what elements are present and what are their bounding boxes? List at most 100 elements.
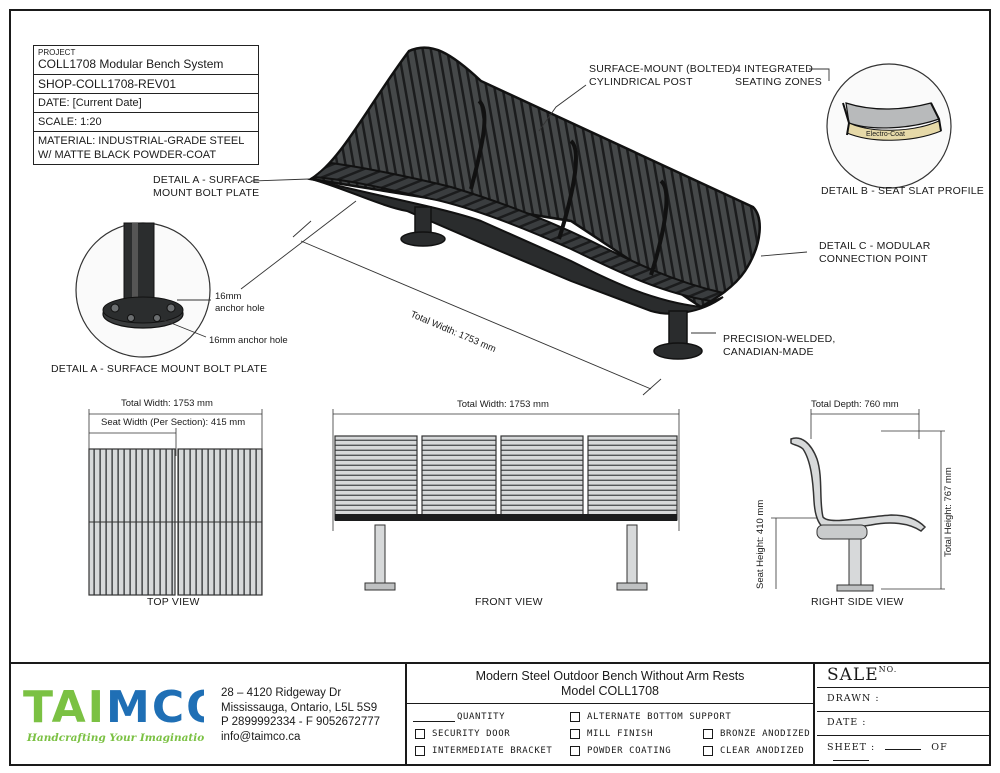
option-clear-anodized[interactable]: CLEAR ANODIZED (703, 746, 804, 756)
sale-panel: SALENO. DRAWN : DATE : SHEET : OF (817, 664, 989, 766)
date-label: DATE : (827, 717, 867, 728)
top-view-drawing (88, 409, 263, 596)
welded-line-1: PRECISION-WELDED, (723, 333, 836, 345)
option-bronze-anodized[interactable]: BRONZE ANODIZED (703, 729, 810, 739)
option-label: MILL FINISH (587, 729, 654, 739)
anchor-upper-line-1: 16mm (215, 291, 242, 302)
detail-a-callout: DETAIL A - SURFACE MOUNT BOLT PLATE (153, 174, 260, 200)
zones-line-1: 4 INTEGRATED (735, 63, 814, 75)
side-view-caption: RIGHT SIDE VIEW (811, 596, 904, 608)
project-info-table: PROJECT COLL1708 Modular Bench System SH… (33, 45, 259, 165)
quantity-blank[interactable] (413, 712, 455, 722)
top-seat-width: Seat Width (Per Section): 415 mm (101, 417, 246, 428)
option-label: POWDER COATING (587, 746, 672, 756)
product-title: Modern Steel Outdoor Bench Without Arm R… (475, 669, 745, 683)
product-panel: Modern Steel Outdoor Bench Without Arm R… (405, 664, 815, 766)
sheet-blank[interactable] (885, 749, 922, 750)
front-view-caption: FRONT VIEW (475, 596, 543, 608)
seating-zones-callout: 4 INTEGRATED SEATING ZONES (735, 63, 822, 89)
top-total-width: Total Width: 1753 mm (121, 398, 213, 409)
logo-wordmark: TAIMCO (23, 682, 204, 733)
logo-tagline: Handcrafting Your Imagination (26, 732, 204, 744)
project-name-cell: PROJECT COLL1708 Modular Bench System (34, 46, 258, 75)
front-total-width: Total Width: 1753 mm (457, 399, 549, 410)
options-checklist: QUANTITY SECURITY DOOR INTERMEDIATE BRAC… (407, 706, 813, 766)
company-address: 28 – 4120 Ridgeway Dr Mississauga, Ontar… (221, 686, 380, 744)
of-blank[interactable] (833, 760, 869, 761)
option-label: BRONZE ANODIZED (720, 729, 811, 739)
drawing-sheet: PROJECT COLL1708 Modular Bench System SH… (9, 9, 991, 766)
option-label: ALTERNATE BOTTOM SUPPORT (587, 712, 732, 722)
drawn-label: DRAWN : (827, 693, 880, 704)
detail-b-drawing (826, 63, 952, 189)
sale-row: SALENO. (817, 664, 989, 688)
checkbox[interactable] (570, 746, 580, 756)
sale-label: SALE (827, 665, 879, 685)
quantity-label: QUANTITY (457, 712, 506, 722)
detail-c-line-1: DETAIL C - MODULAR (819, 240, 931, 252)
product-title-block: Modern Steel Outdoor Bench Without Arm R… (407, 664, 813, 704)
anchor-hole-upper: 16mm anchor hole (215, 291, 265, 315)
side-view-drawing (771, 409, 945, 592)
detail-a-call-line-1: DETAIL A - SURFACE (153, 174, 260, 186)
surface-mount-line-1: SURFACE-MOUNT (BOLTED) (589, 63, 736, 75)
drawing-artwork (75, 46, 952, 596)
detail-a-call-line-2: MOUNT BOLT PLATE (153, 187, 260, 199)
material-line-2: W/ MATTE BLACK POWDER-COAT (38, 149, 217, 161)
title-block: TAIMCO Handcrafting Your Imagination 28 … (9, 662, 991, 766)
checkbox[interactable] (415, 729, 425, 739)
project-label: PROJECT (38, 48, 76, 57)
detail-a-drawing (75, 222, 211, 358)
product-model: Model COLL1708 (561, 684, 659, 698)
material-field: MATERIAL: INDUSTRIAL-GRADE STEEL W/ MATT… (34, 132, 258, 164)
welded-line-2: CANADIAN-MADE (723, 346, 814, 358)
option-alternate-bottom-support[interactable]: ALTERNATE BOTTOM SUPPORT (570, 712, 731, 722)
option-label: INTERMEDIATE BRACKET (432, 746, 553, 756)
detail-c-line-2: CONNECTION POINT (819, 253, 928, 265)
option-intermediate-bracket[interactable]: INTERMEDIATE BRACKET (415, 746, 552, 756)
of-label: OF (931, 742, 948, 753)
quantity-field[interactable]: QUANTITY (413, 712, 505, 722)
front-view-drawing (332, 409, 680, 591)
detail-a-caption: DETAIL A - SURFACE MOUNT BOLT PLATE (51, 363, 268, 375)
side-seat-height: Seat Height: 410 mm (755, 499, 766, 589)
checkbox[interactable] (570, 729, 580, 739)
checkbox[interactable] (415, 746, 425, 756)
detail-c-callout: DETAIL C - MODULAR CONNECTION POINT (819, 240, 931, 266)
surface-mount-callout: SURFACE-MOUNT (BOLTED) CYLINDRICAL POST (589, 63, 736, 89)
surface-mount-line-2: CYLINDRICAL POST (589, 76, 693, 88)
callout-leaders (240, 68, 830, 334)
company-logo: TAIMCO Handcrafting Your Imagination (9, 664, 224, 766)
phone-fax: P 2899992334 - F 9052672777 (221, 716, 381, 728)
shop-ref: SHOP-COLL1708-REV01 (34, 75, 258, 94)
sale-no: NO. (878, 665, 898, 674)
address-line-2: Mississauga, Ontario, L5L 5S9 (221, 701, 378, 714)
welded-callout: PRECISION-WELDED, CANADIAN-MADE (723, 333, 836, 359)
option-security-door[interactable]: SECURITY DOOR (415, 729, 510, 739)
material-line-1: MATERIAL: INDUSTRIAL-GRADE STEEL (38, 135, 245, 147)
option-powder-coating[interactable]: POWDER COATING (570, 746, 671, 756)
anchor-hole-lower: 16mm anchor hole (209, 335, 288, 346)
zones-line-2: SEATING ZONES (735, 76, 822, 88)
date-field: DATE: [Current Date] (34, 94, 258, 113)
electro-coat-label: Electro-Coat (866, 131, 905, 138)
taimco-logo: TAIMCO Handcrafting Your Imagination (23, 682, 224, 744)
isometric-bench (307, 46, 761, 360)
project-name: COLL1708 Modular Bench System (38, 57, 224, 71)
date-row[interactable]: DATE : (817, 712, 989, 736)
checkbox[interactable] (703, 746, 713, 756)
checkbox[interactable] (570, 712, 580, 722)
drawing-area: PROJECT COLL1708 Modular Bench System SH… (11, 11, 989, 662)
iso-dimension (292, 220, 662, 396)
drawn-row[interactable]: DRAWN : (817, 688, 989, 712)
sheet-row[interactable]: SHEET : OF (817, 736, 989, 766)
checkbox[interactable] (703, 729, 713, 739)
option-label: SECURITY DOOR (432, 729, 511, 739)
scale-field: SCALE: 1:20 (34, 113, 258, 132)
address-line-1: 28 – 4120 Ridgeway Dr (221, 687, 342, 699)
side-total-depth: Total Depth: 760 mm (811, 399, 899, 410)
side-total-height: Total Height: 767 mm (943, 467, 954, 557)
top-view-caption: TOP VIEW (147, 596, 200, 608)
email-link[interactable]: info@taimco.ca (221, 730, 301, 743)
option-mill-finish[interactable]: MILL FINISH (570, 729, 653, 739)
